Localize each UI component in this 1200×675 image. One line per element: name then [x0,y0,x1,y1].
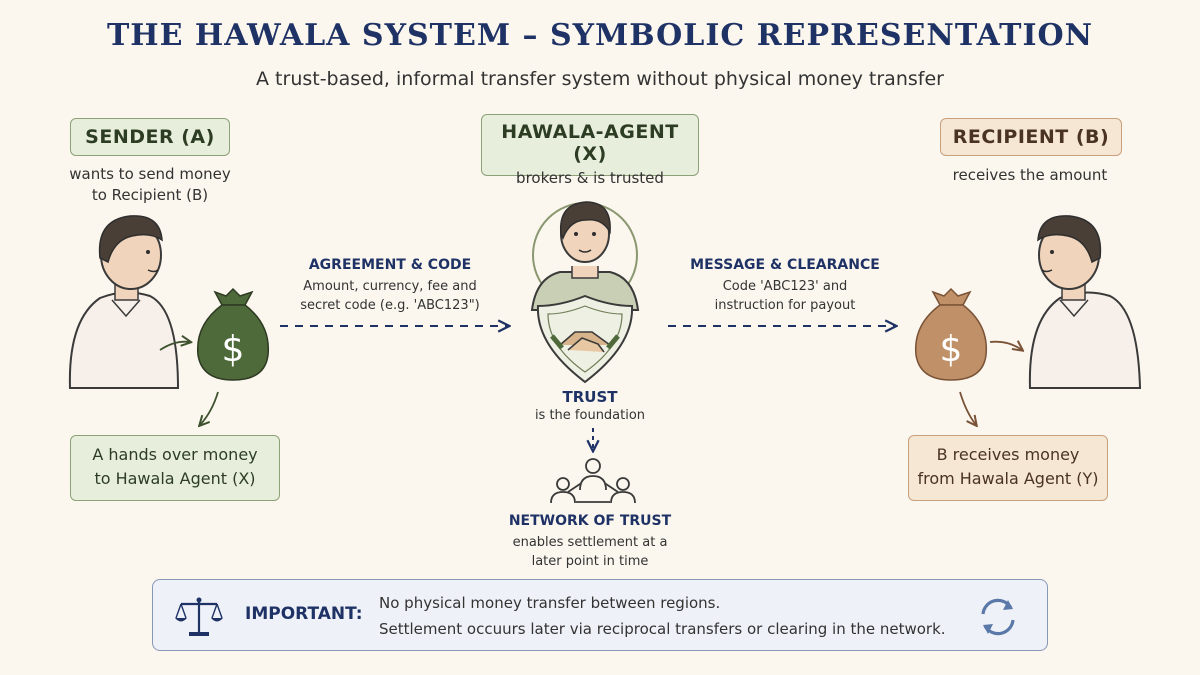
sender-money-bag-icon: $ [196,287,270,381]
left-arrow-line2: secret code (e.g. 'ABC123") [300,298,480,313]
sender-desc-line1: wants to send money [69,165,231,183]
network-icon [550,458,636,504]
important-line1: No physical money transfer between regio… [379,594,721,612]
sender-action-line1: A hands over money [92,445,258,464]
refresh-cycle-icon [981,598,1015,636]
agent-label: HAWALA-AGENT (X) [501,121,679,165]
agent-label-box: HAWALA-AGENT (X) brokers & is trusted [481,114,699,187]
sender-desc-line2: to Recipient (B) [91,186,209,204]
recipient-money-bag-icon: $ [914,287,988,381]
trust-subtitle: is the foundation [534,408,646,423]
network-desc-line2: later point in time [531,554,649,569]
important-note-box: IMPORTANT: No physical money transfer be… [152,579,1048,651]
recipient-action-line1: B receives money [936,445,1080,464]
recipient-action-box: B receives money from Hawala Agent (Y) [908,435,1108,501]
page-title: THE HAWALA SYSTEM – SYMBOLIC REPRESENTAT… [106,18,1094,53]
sender-action-box: A hands over money to Hawala Agent (X) [70,435,280,501]
sender-dollar-sign: $ [222,329,245,370]
left-arrow-description: Amount, currency, fee and secret code (e… [280,277,500,315]
important-line2: Settlement occuurs later via reciprocal … [379,620,946,638]
recipient-label: RECIPIENT (B) [940,118,1122,156]
scales-icon [175,597,223,636]
trust-title: TRUST [562,388,618,406]
agent-sublabel: brokers & is trusted [516,169,664,187]
right-arrow-description: Code 'ABC123' and instruction for payout [680,277,890,315]
handshake-shield-icon [536,294,634,384]
sender-description: wants to send money to Recipient (B) [60,164,240,206]
recipient-action-line2: from Hawala Agent (Y) [917,469,1099,488]
right-arrow-line1: Code 'ABC123' and [722,279,848,294]
sender-action-line2: to Hawala Agent (X) [94,469,256,488]
recipient-person-icon [1028,215,1142,389]
right-arrow-line2: instruction for payout [714,298,856,313]
recipient-dollar-sign: $ [940,329,963,370]
recipient-description: receives the amount [952,166,1108,184]
left-arrow-title: AGREEMENT & CODE [308,257,472,273]
network-desc-line1: enables settlement at a [512,535,668,550]
right-arrow-title: MESSAGE & CLEARANCE [690,257,880,273]
important-label: IMPORTANT: [245,604,363,624]
page-subtitle: A trust-based, informal transfer system … [256,68,944,90]
agent-person-icon [530,201,640,311]
left-arrow-line1: Amount, currency, fee and [303,279,477,294]
network-title: NETWORK OF TRUST [508,513,672,529]
sender-label: SENDER (A) [70,118,230,156]
network-description: enables settlement at a later point in t… [480,533,700,571]
sender-person-icon [68,215,180,389]
